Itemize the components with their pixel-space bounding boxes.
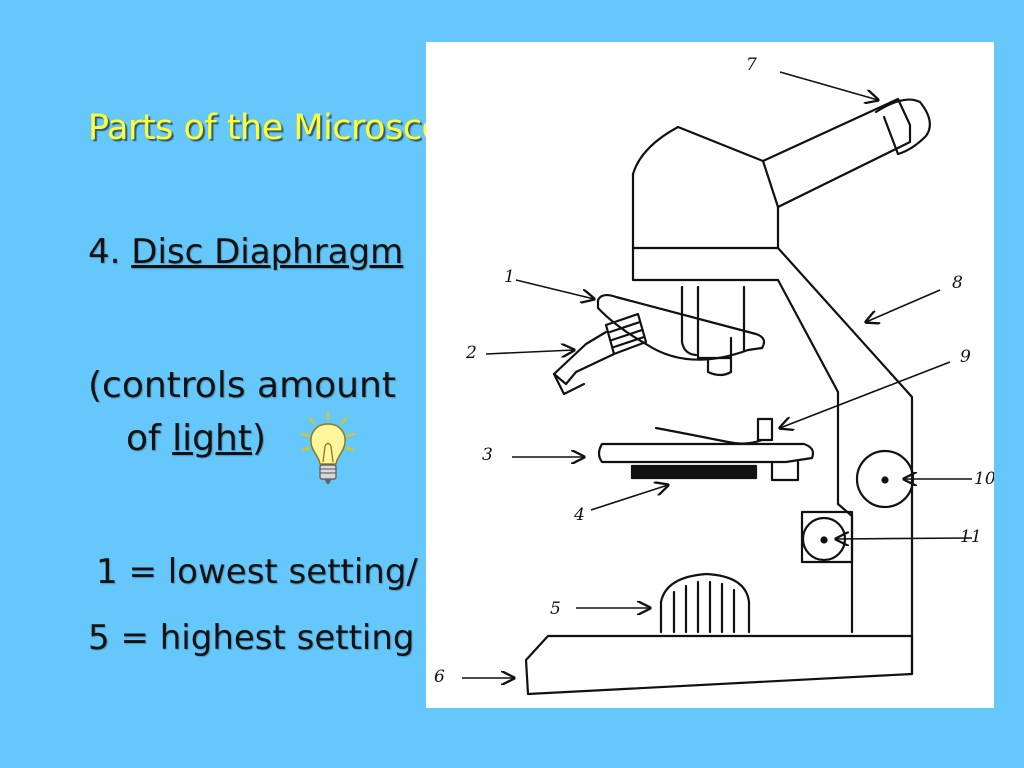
microscope-drawing [524, 97, 931, 696]
callout-7: 7 [746, 55, 757, 75]
description-line-2: of light) [126, 418, 266, 459]
callout-5: 5 [550, 599, 561, 619]
light-source [659, 572, 751, 634]
eyepiece-lens [874, 98, 931, 156]
setting-highest: 5 = highest setting [88, 618, 415, 658]
callout-3: 3 [482, 445, 493, 465]
setting-lowest: 1 = lowest setting/ [96, 552, 418, 592]
callout-2: 2 [465, 343, 477, 363]
desc-suffix: ) [251, 418, 266, 459]
microscope-head [631, 125, 780, 250]
callout-labels: 7 1 2 3 4 5 6 8 9 10 11 [434, 55, 994, 687]
callout-10: 10 [974, 469, 994, 489]
desc-prefix: of [126, 418, 161, 459]
callout-4: 4 [573, 505, 585, 525]
stage-clip [756, 417, 774, 442]
part-number: 4. [88, 232, 121, 272]
part-term: Disc Diaphragm [131, 232, 404, 272]
callout-6: 6 [434, 667, 445, 687]
callout-arrows [462, 71, 973, 678]
light-bulb-icon [301, 411, 355, 484]
callout-8: 8 [952, 273, 963, 293]
callout-9: 9 [960, 347, 971, 367]
desc-keyword-light: light [172, 418, 252, 459]
stage [597, 442, 815, 464]
microscope-arm [776, 246, 914, 676]
description-line-1: (controls amount [88, 365, 396, 406]
callout-11: 11 [960, 527, 982, 547]
part-heading: 4. Disc Diaphragm [88, 232, 403, 272]
side-objective [604, 312, 648, 356]
nosepiece [680, 285, 698, 357]
base [524, 634, 914, 696]
microscope-diagram: 7 1 2 3 4 5 6 8 9 10 11 [426, 42, 994, 708]
disc-diaphragm [630, 464, 758, 480]
slide-title: Parts of the Microscope [88, 108, 486, 148]
eyepiece-tube [761, 97, 912, 209]
callout-1: 1 [504, 267, 515, 287]
